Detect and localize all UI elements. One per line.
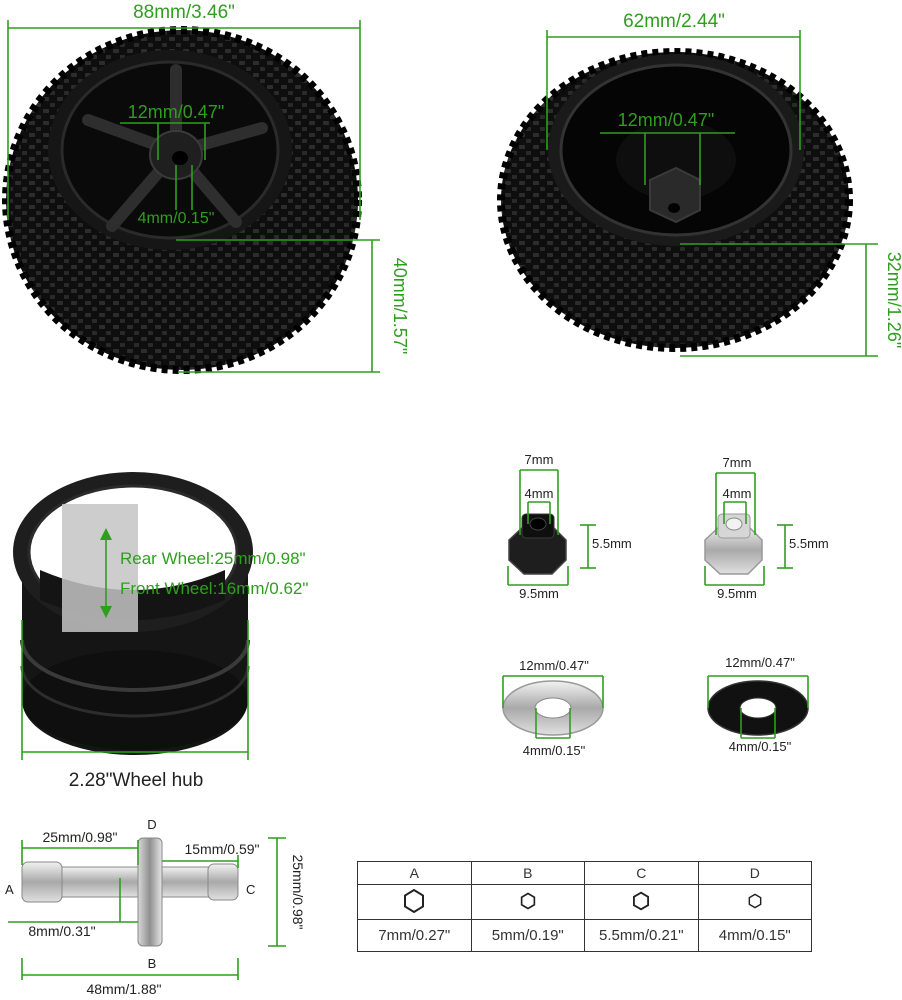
table-icon-cell [357,884,472,920]
washer-silver-inner-label: 4mm/0.15" [523,743,586,758]
cross-wrench [21,837,239,947]
washer-silver-outer-label: 12mm/0.47" [519,658,589,673]
nut-black-inner-label: 4mm [525,486,554,501]
wheel-hub-dimensions [21,528,249,760]
hex-socket-medium-icon [633,891,650,910]
table-value-row: 7mm/0.27" 5mm/0.19" 5.5mm/0.21" 4mm/0.15… [357,919,812,952]
wheel-hub-caption: 2.28"Wheel hub [69,770,204,791]
small-tire-bore-label: 12mm/0.47" [618,110,714,130]
hex-socket-smallest-icon [748,892,762,909]
small-tire [497,48,853,352]
hex-socket-small-icon [520,892,535,909]
wrench-length-c-label: 15mm/0.59" [184,841,259,857]
small-tire-hex-hub [649,166,701,224]
table-icon-cell [470,884,585,920]
wrench-height-label: 25mm/0.98" [290,854,306,929]
wrench-end-d-label: D [147,817,156,832]
wheel-hub-depth-card [62,504,138,632]
hex-socket-large-icon [404,888,425,913]
nut-black-top-label: 7mm [525,452,554,467]
large-tire-height-label: 40mm/1.57" [390,258,410,354]
large-tire [2,26,362,374]
wrench-end-c-label: C [246,882,255,897]
socket-size-table: A B C D 7mm/0.27" 5mm/0.19" 5.5mm/0.21" … [357,861,812,952]
table-value-cell: 5.5mm/0.21" [584,919,699,952]
table-header-row: A B C D [357,861,812,885]
washer-black-outer-label: 12mm/0.47" [725,655,795,670]
nut-silver-inner-label: 4mm [723,486,752,501]
table-header-cell: D [697,861,812,885]
wrench-shaft-label: 8mm/0.31" [28,923,95,939]
table-header-cell: A [357,861,472,885]
wrench-end-b-label: B [148,956,157,971]
large-tire-dimensions [7,20,380,373]
nut-black-bottom-label: 9.5mm [519,586,559,601]
nut-black-dimensions [507,469,596,586]
wheel-hub [13,472,253,755]
nut-silver-dimensions [704,472,793,586]
large-tire-width-label: 88mm/3.46" [133,2,235,23]
washer-silver-dimensions [502,675,604,739]
washer-black-inner-label: 4mm/0.15" [729,739,792,754]
small-tire-dimensions [546,30,878,357]
nut-silver [704,513,763,575]
table-header-cell: B [470,861,585,885]
wrench-dimensions [8,837,286,980]
washer-silver [502,680,604,736]
wrench-end-a-label: A [5,882,14,897]
table-icon-cell [584,884,699,920]
table-value-cell: 5mm/0.19" [470,919,585,952]
nut-silver-top-label: 7mm [723,455,752,470]
small-tire-width-label: 62mm/2.44" [623,11,725,32]
nut-silver-height-label: 5.5mm [789,536,829,551]
nut-black [508,513,567,575]
washer-black-dimensions [707,675,809,739]
large-tire-hole-label: 4mm/0.15" [138,210,215,227]
nut-silver-bottom-label: 9.5mm [717,586,757,601]
nut-black-height-label: 5.5mm [592,536,632,551]
table-value-cell: 4mm/0.15" [697,919,812,952]
table-header-cell: C [584,861,699,885]
table-icon-row [357,884,812,920]
table-value-cell: 7mm/0.27" [357,919,472,952]
small-tire-height-label: 32mm/1.26" [884,252,902,348]
washer-black [707,680,809,736]
front-wheel-label: Front Wheel:16mm/0.62" [120,579,308,598]
rear-wheel-label: Rear Wheel:25mm/0.98" [120,549,306,568]
table-icon-cell [697,884,812,920]
wrench-length-a-label: 25mm/0.98" [42,829,117,845]
large-tire-bore-label: 12mm/0.47" [128,102,224,122]
wrench-total-label: 48mm/1.88" [86,981,161,997]
